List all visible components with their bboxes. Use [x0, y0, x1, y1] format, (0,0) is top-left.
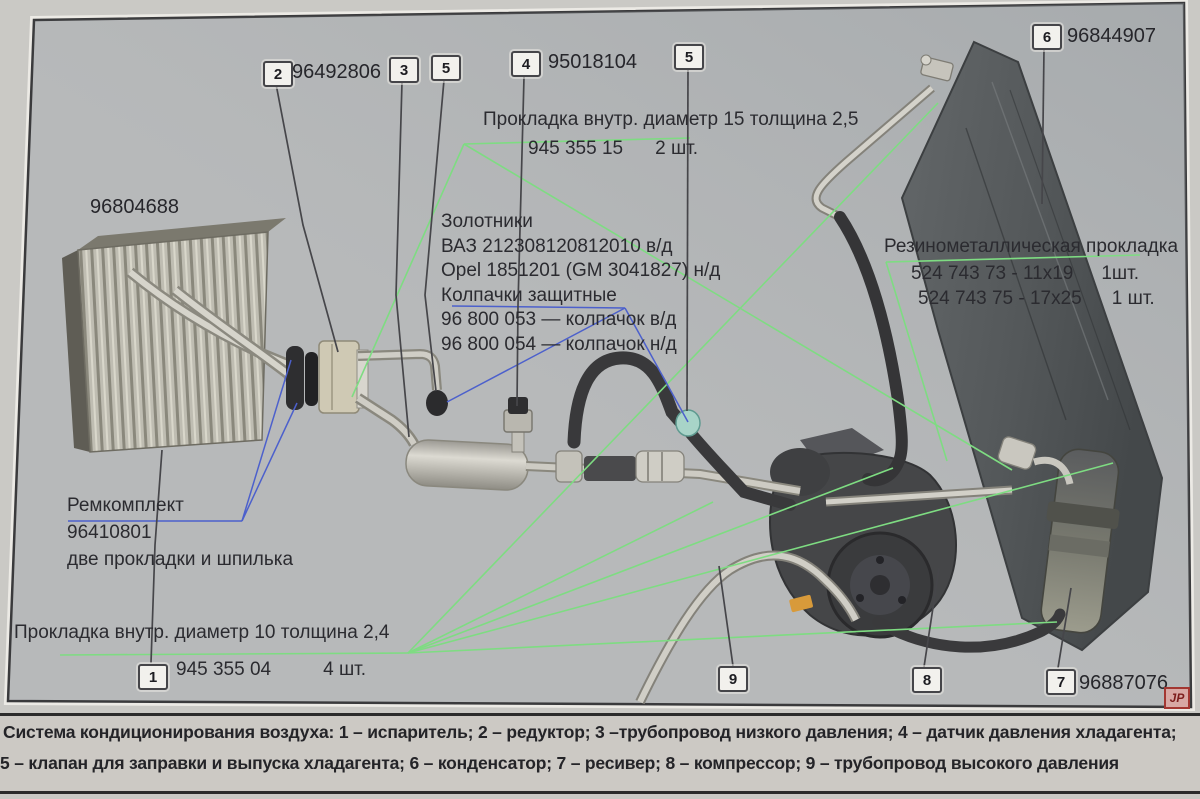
rubber-metal-row1: 524 743 73 - 11x19 1шт.: [911, 262, 1139, 286]
valve-cap-low: [426, 390, 448, 416]
gasket15-title: Прокладка внутр. диаметр 15 толщина 2,5: [483, 109, 859, 130]
reducer-illustration: [286, 340, 369, 414]
green-annotation-lines: [59, 102, 1141, 656]
callout-leader-lines: [150, 48, 1072, 669]
valves-line-5: 96 800 053 — колпачок в/д: [441, 309, 677, 330]
repair-kit-title: Ремкомплект: [67, 495, 184, 516]
valves-line-3: Opel 1851201 (GM 3041827) н/д: [441, 260, 721, 281]
evaporator-illustration: [62, 218, 303, 453]
receiver-illustration: [1040, 448, 1120, 634]
muffler: [405, 439, 529, 491]
gasket10-qty: 4 шт.: [323, 659, 367, 680]
rubber-metal-row1-qty: 1шт.: [1101, 263, 1140, 284]
repair-kit-block: Ремкомплект 96410801 две прокладки и шпи…: [67, 492, 293, 573]
callout-9-box: 9: [718, 666, 748, 692]
valves-line-6: 96 800 054 — колпачок н/д: [441, 333, 677, 355]
reducer-part-number: 96492806: [292, 61, 381, 83]
repair-kit-part: 96410801: [67, 522, 152, 543]
gasket10-title: Прокладка внутр. диаметр 10 толщина 2,4: [14, 622, 390, 643]
caption-line-2: 5 – клапан для заправки и выпуска хладаг…: [0, 753, 1119, 773]
gasket15-qty: 2 шт.: [655, 138, 699, 159]
repair-kit-desc: две прокладки и шпилька: [67, 549, 294, 570]
callout-4-box: 4: [511, 51, 541, 77]
rubber-metal-row2-part: 524 743 75 - 17x25: [918, 288, 1082, 309]
callout-1-box: 1: [138, 664, 168, 690]
gasket10-part: 945 355 04: [176, 659, 272, 680]
valves-line-2: ВАЗ 212308120812010 в/д: [441, 235, 673, 257]
callout-8-box: 8: [912, 667, 942, 693]
jp-watermark: JP: [1164, 687, 1190, 709]
gasket15-part: 945 355 15: [528, 138, 624, 159]
gasket15-detail: 945 355 15 2 шт.: [528, 137, 698, 161]
valves-line-4: Колпачки защитные: [441, 284, 617, 306]
blue-annotation-lines: [68, 305, 689, 522]
callout-7-box: 7: [1046, 669, 1076, 695]
condenser-part-number: 96844907: [1067, 25, 1156, 47]
sensor-part-number: 95018104: [548, 51, 637, 73]
callout-3-box: 3: [389, 57, 419, 83]
callout-5a-box: 5: [431, 55, 461, 81]
callout-5b-box: 5: [674, 44, 704, 70]
callout-6-box: 6: [1032, 24, 1062, 50]
valves-line-1: Золотники: [441, 211, 533, 232]
callout-2-box: 2: [263, 61, 293, 87]
rubber-metal-row2-qty: 1 шт.: [1111, 288, 1155, 309]
compressor-illustration: [769, 428, 957, 639]
evaporator-part-number: 96804688: [90, 196, 179, 218]
pipes-illustration: [355, 84, 1074, 705]
rubber-metal-row1-part: 524 743 73 - 11x19: [911, 263, 1074, 284]
receiver-part-number: 96887076: [1079, 672, 1168, 694]
valve-cap-high: [675, 409, 701, 437]
caption-line-1: Система кондиционирования воздуха: 1 – и…: [3, 722, 1177, 742]
valves-info-block: Золотники ВАЗ 212308120812010 в/д Opel 1…: [441, 210, 720, 357]
rubber-metal-title: Резинометаллическая прокладка: [884, 236, 1179, 257]
figure-caption: Система кондиционирования воздуха: 1 – и…: [0, 713, 1200, 794]
gasket10-detail: 945 355 04 4 шт.: [176, 658, 366, 682]
orange-sticker: [789, 594, 813, 613]
rubber-metal-row2: 524 743 75 - 17x25 1 шт.: [918, 287, 1155, 311]
